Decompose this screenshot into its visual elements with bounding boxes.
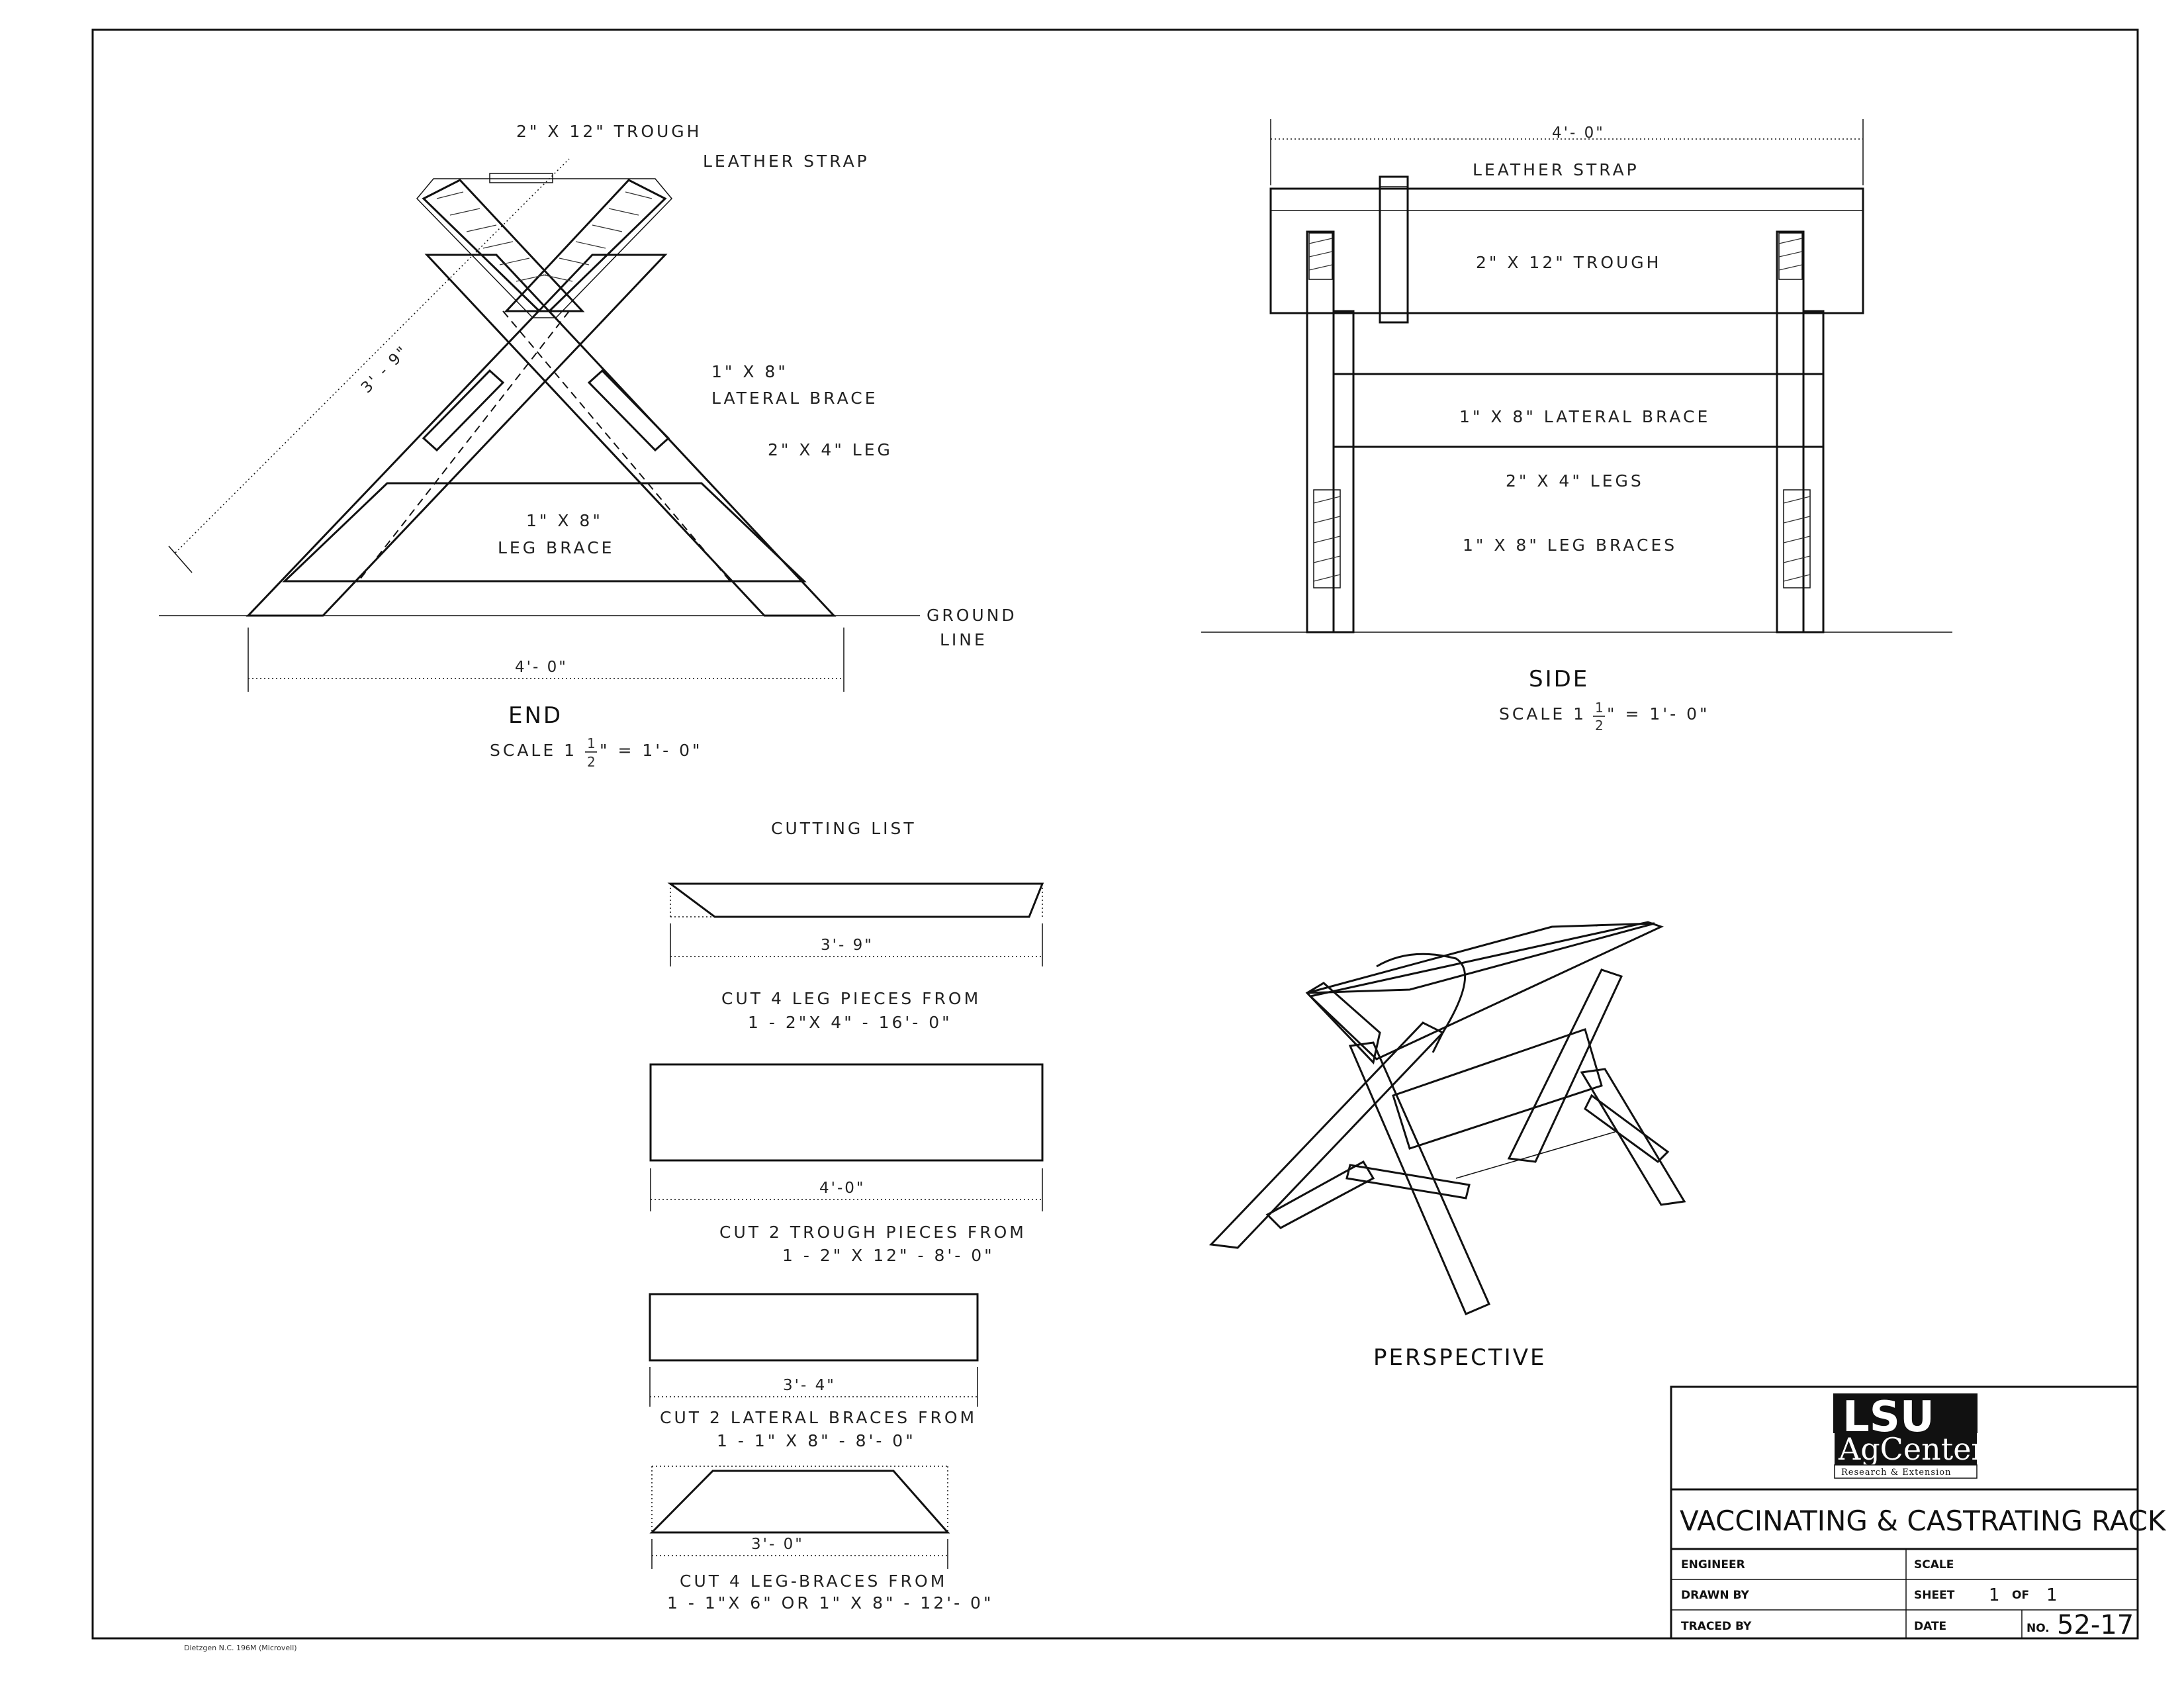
persp-leg-front-left [1208, 1021, 1445, 1249]
cutting-list: CUTTING LIST 3'- 9" CUT 4 LEG PIECES FRO… [649, 819, 1044, 1613]
date-label: DATE [1914, 1620, 1946, 1633]
title-block: LSU AgCenter Research & Extension VACCIN… [1670, 1385, 2167, 1640]
side-lateral-brace [1332, 373, 1825, 448]
cutting-list-title: CUTTING LIST [771, 819, 917, 838]
persp-strap [1376, 953, 1467, 1053]
persp-trough-front [1308, 921, 1664, 1060]
cut-lateral-dim: 3'- 4" [783, 1377, 836, 1394]
drawing-number: 52-17 [2057, 1610, 2134, 1640]
cut-leg-brace-line1: CUT 4 LEG-BRACES FROM [680, 1571, 947, 1591]
drawing-title: VACCINATING & CASTRATING RACK [1680, 1505, 2167, 1537]
end-leg-brace-size: 1" X 8" [526, 511, 603, 530]
end-leg-right [424, 254, 837, 617]
cut-lateral-line2: 1 - 1" X 8" - 8'- 0" [717, 1431, 916, 1450]
svg-text:2: 2 [587, 754, 596, 770]
side-trough [1269, 187, 1864, 314]
line-label: LINE [940, 630, 987, 649]
end-lateral-brace-size: 1" X 8" [711, 362, 788, 381]
cut-leg-line1: CUT 4 LEG PIECES FROM [721, 989, 981, 1008]
persp-lateral-brace [1392, 1028, 1603, 1150]
lateral-brace-left [422, 369, 505, 452]
ground-label: GROUND [927, 606, 1017, 625]
side-strap-label: LEATHER STRAP [1473, 160, 1639, 179]
cut-trough-line2: 1 - 2" X 12" - 8'- 0" [782, 1246, 995, 1265]
no-prefix: NO. [2026, 1622, 2050, 1635]
trough-board-right [504, 179, 667, 312]
end-scale-suffix: " = 1'- 0" [600, 741, 703, 760]
paper-mark: Dietzgen N.C. 196M (Microvell) [184, 1644, 297, 1652]
cut-leg-line2: 1 - 2"X 4" - 16'- 0" [748, 1013, 952, 1032]
sheet-total: 1 [2046, 1585, 2058, 1605]
perspective-view: PERSPECTIVE [1208, 921, 1686, 1371]
end-lateral-brace-label: LATERAL BRACE [711, 389, 878, 408]
cut-lateral-line1: CUT 2 LATERAL BRACES FROM [660, 1408, 977, 1427]
side-leg-brace-right [1783, 489, 1811, 588]
side-leg-braces-label: 1" X 8" LEG BRACES [1463, 536, 1677, 555]
side-leg-left-back [1332, 310, 1355, 633]
drawn-by-label: DRAWN BY [1681, 1589, 1750, 1602]
side-view: 4'- 0" LEATHER STRAP 2" X 12" TROUGH 1" … [1201, 119, 1952, 733]
cut-lateral-brace [649, 1293, 979, 1362]
trough-board-left [422, 179, 585, 312]
side-leg-brace-left [1313, 489, 1341, 588]
cut-leg-brace [649, 1470, 950, 1534]
end-view: 2" X 12" TROUGH LEATHER STRAP 3' - 9" 1"… [159, 122, 1017, 770]
side-trough-label: 2" X 12" TROUGH [1476, 253, 1661, 272]
engineer-label: ENGINEER [1681, 1558, 1745, 1571]
persp-leg-brace-back [1584, 1094, 1670, 1163]
side-width-label: 4'- 0" [1552, 124, 1605, 142]
svg-text:1: 1 [587, 735, 596, 751]
perspective-title: PERSPECTIVE [1373, 1344, 1546, 1371]
side-leg-left-front [1306, 230, 1335, 633]
end-leg-length-label: 3' - 9" [358, 342, 412, 397]
end-trough-label: 2" X 12" TROUGH [516, 122, 702, 141]
leg-brace-end [282, 482, 807, 583]
side-scale-suffix: " = 1'- 0" [1607, 704, 1710, 724]
cut-trough-line1: CUT 2 TROUGH PIECES FROM [719, 1223, 1026, 1242]
cut-leg-brace-dim: 3'- 0" [751, 1536, 804, 1553]
cut-leg-piece [667, 882, 1044, 918]
side-lateral-brace-label: 1" X 8" LATERAL BRACE [1459, 407, 1710, 426]
end-width-label: 4'- 0" [515, 659, 568, 676]
svg-text:2: 2 [1595, 718, 1604, 733]
scale-label: SCALE [1914, 1558, 1954, 1571]
lateral-brace-right [587, 369, 670, 452]
side-leg-right-front [1776, 230, 1805, 633]
sheet-number: 1 [1989, 1585, 2000, 1605]
sheet-label: SHEET [1914, 1589, 1955, 1602]
lsu-agcenter-logo: LSU AgCenter Research & Extension [1833, 1393, 1985, 1479]
end-scale-prefix: SCALE 1 [490, 741, 577, 760]
svg-text:1: 1 [1595, 700, 1604, 716]
side-title: SIDE [1529, 666, 1589, 692]
side-legs-label: 2" X 4" LEGS [1506, 471, 1644, 491]
cut-leg-brace-line2: 1 - 1"X 6" OR 1" X 8" - 12'- 0" [667, 1593, 993, 1613]
side-leg-right-back [1802, 310, 1825, 633]
end-strap-label: LEATHER STRAP [703, 152, 870, 171]
traced-by-label: TRACED BY [1681, 1620, 1752, 1633]
end-leg-brace-label: LEG BRACE [498, 538, 614, 557]
persp-leg-back-left [1507, 968, 1623, 1163]
sheet-border [91, 28, 2139, 1640]
persp-leg-brace-front [1265, 1160, 1375, 1229]
end-leg-left [246, 254, 668, 617]
leather-strap-end [416, 178, 673, 318]
cut-leg-dim: 3'- 9" [821, 937, 874, 954]
end-leg-label: 2" X 4" LEG [768, 440, 893, 459]
persp-leg-front-right [1348, 1041, 1490, 1315]
svg-text:AgCenter: AgCenter [1838, 1431, 1985, 1467]
cut-trough-dim: 4'-0" [819, 1180, 865, 1197]
side-leather-strap [1379, 175, 1409, 324]
side-scale-prefix: SCALE 1 [1499, 704, 1586, 724]
cut-trough-piece [649, 1063, 1044, 1162]
svg-text:Research & Extension: Research & Extension [1841, 1468, 1951, 1477]
end-title: END [508, 702, 563, 729]
of-label: OF [2012, 1589, 2029, 1602]
